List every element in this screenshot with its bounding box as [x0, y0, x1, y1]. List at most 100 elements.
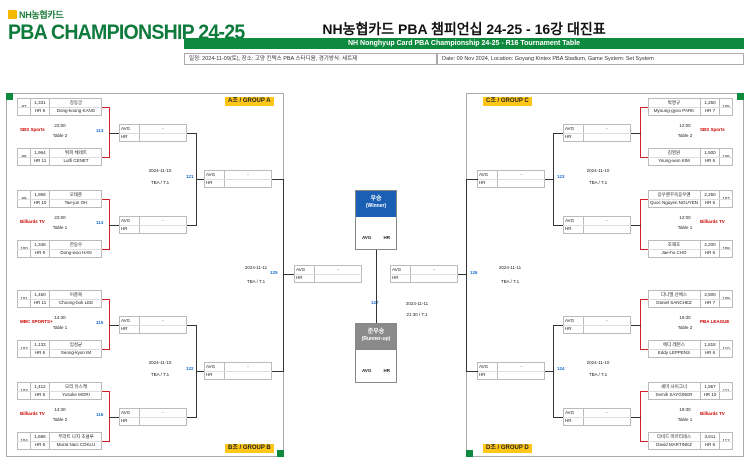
- hr-label: HR: [121, 134, 128, 139]
- bracket-line: [631, 325, 641, 326]
- player-name-en: Myoung-gyoo PARK: [653, 108, 695, 113]
- frame-corner: [6, 93, 13, 100]
- bracket-line-red: [640, 107, 648, 108]
- divider: [648, 441, 733, 442]
- player-seed: 108: [720, 245, 732, 253]
- divider: [563, 325, 631, 326]
- broadcaster-logo: Billiards TV: [20, 411, 45, 416]
- bracket-line: [376, 250, 377, 323]
- divider: [648, 199, 733, 200]
- bracket-line: [545, 371, 553, 372]
- broadcaster-logo: PBA LEAGUE: [700, 319, 730, 324]
- divider: [648, 349, 733, 350]
- match-table: TBA / T.1: [588, 372, 608, 377]
- bracket-line-red: [640, 391, 648, 392]
- avg-label: AVG: [206, 172, 216, 177]
- bracket-line: [631, 225, 641, 226]
- bracket-line-red: [640, 441, 648, 442]
- bracket-line-red: [102, 249, 110, 250]
- player-rank: 1,818: [704, 342, 716, 347]
- bracket-line: [466, 179, 467, 371]
- player-rank: 2,250: [704, 192, 716, 197]
- avg-value: -: [520, 172, 522, 177]
- player-hr: HR 11: [33, 300, 47, 305]
- runnerup-header: 준우승(Runner-up): [356, 324, 396, 350]
- match-number: 124: [557, 366, 565, 371]
- bracket-line: [631, 133, 641, 134]
- bracket-line: [458, 274, 467, 275]
- divider: [119, 417, 187, 418]
- bracket-line: [283, 274, 294, 275]
- player-rank: 1,412: [34, 384, 46, 389]
- player-seed: 107: [720, 195, 732, 203]
- player-name-kr: 김영원: [667, 150, 681, 155]
- avg-label: AVG: [565, 318, 575, 323]
- player-name-en: Semih SAYGINER: [655, 392, 693, 397]
- bracket-line: [272, 179, 284, 180]
- bracket-line: [187, 225, 197, 226]
- player-hr: HR 6: [34, 350, 46, 355]
- group-d-label: D조 / GROUP D: [483, 444, 532, 453]
- info-english: Date: 09 Nov 2024, Location: Goyang Kint…: [437, 53, 744, 65]
- bracket-line: [631, 417, 641, 418]
- player-name-en: Lutfi CENET: [63, 158, 89, 163]
- player-hr: HR 6: [704, 200, 716, 205]
- hr-label: HR: [565, 226, 572, 231]
- bracket-line-red: [102, 299, 110, 300]
- bracket-line: [187, 417, 197, 418]
- match-table: Table 1: [677, 225, 693, 230]
- divider: [294, 274, 362, 275]
- divider: [17, 349, 102, 350]
- player-name-en: Murat Naci COKLU: [56, 442, 96, 447]
- divider: [119, 225, 187, 226]
- player-rank: 3,611: [704, 434, 716, 439]
- avg-label: AVG: [296, 267, 306, 272]
- player-name-kr: 임성균: [69, 342, 83, 347]
- hr-label: HR: [479, 372, 486, 377]
- winner-box: 우승(Winner) AVG HR: [355, 190, 397, 250]
- player-seed: 98: [18, 153, 30, 161]
- hr-label: HR: [392, 275, 399, 280]
- match-table: TBA / T.1: [246, 279, 266, 284]
- avg-label: AVG: [121, 410, 131, 415]
- avg-value: -: [606, 410, 608, 415]
- player-seed: 103: [18, 387, 30, 395]
- match-time: 14:30: [54, 315, 66, 320]
- divider: [648, 391, 733, 392]
- match-number: 127: [371, 300, 379, 305]
- bracket-line: [109, 417, 119, 418]
- bracket-line-red: [640, 349, 648, 350]
- divider: [17, 157, 102, 158]
- player-name-en: Dong-koong KANG: [56, 108, 96, 113]
- bracket-line-red: [102, 107, 110, 108]
- player-seed: 109: [720, 295, 732, 303]
- match-table: Table 2: [52, 133, 68, 138]
- player-name-kr: 박명규: [667, 100, 681, 105]
- player-rank: 1,500: [704, 150, 716, 155]
- bracket-line-red: [640, 299, 648, 300]
- broadcaster-logo: MBC SPORTS+: [20, 319, 53, 324]
- player-name-kr: 다비드 마르티네스: [656, 434, 692, 439]
- hr-label: HR: [121, 418, 128, 423]
- divider: [563, 225, 631, 226]
- match-time: 22:00: [54, 123, 66, 128]
- bracket-line-red: [640, 391, 641, 441]
- avg-value: -: [162, 218, 164, 223]
- match-date: 2024-11-10: [148, 168, 172, 173]
- avg-value: -: [247, 364, 249, 369]
- player-name-kr: 오태준: [69, 192, 83, 197]
- avg-value: -: [162, 318, 164, 323]
- bracket-line-red: [109, 299, 110, 349]
- avg-label: AVG: [479, 172, 489, 177]
- avg-value: -: [162, 410, 164, 415]
- match-date: 2024-11-11: [244, 265, 268, 270]
- winner-avg-label: AVG: [362, 235, 372, 240]
- player-seed: 106: [720, 153, 732, 161]
- bracket-line-red: [640, 299, 641, 349]
- match-number: 115: [96, 320, 104, 325]
- hr-label: HR: [296, 275, 303, 280]
- bracket-line: [553, 225, 563, 226]
- player-name-kr: 조재호: [667, 242, 681, 247]
- avg-label: AVG: [206, 364, 216, 369]
- match-table: Table 1: [52, 225, 68, 230]
